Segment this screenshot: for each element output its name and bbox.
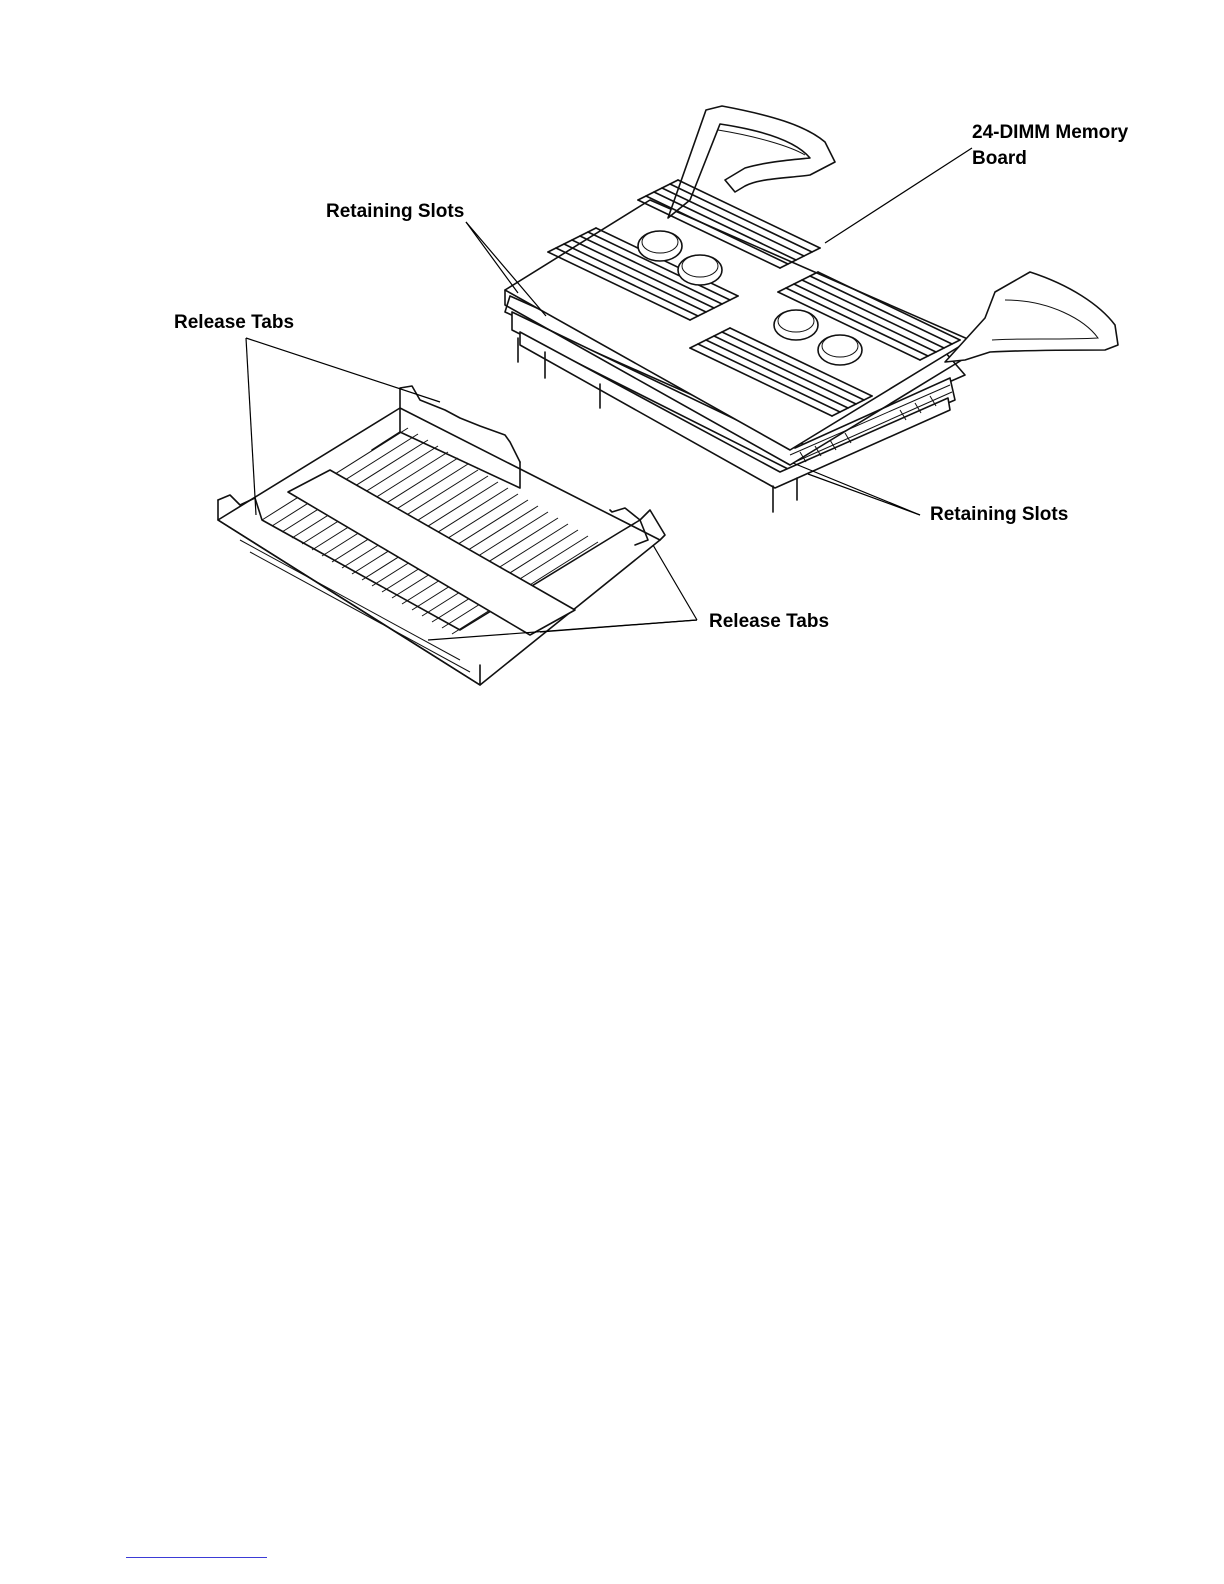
- footer-rule: [126, 1557, 267, 1558]
- memory-board-diagram: [0, 0, 1224, 720]
- memory-board-label-line1: 24-DIMM Memory: [972, 120, 1128, 146]
- retaining-slots-label-top: Retaining Slots: [326, 199, 464, 225]
- memory-board-label-line2: Board: [972, 146, 1128, 172]
- release-tabs-label-left: Release Tabs: [174, 310, 294, 336]
- retaining-slots-label-bottom: Retaining Slots: [930, 502, 1068, 528]
- memory-board-label: 24-DIMM Memory Board: [972, 120, 1128, 172]
- release-tabs-label-bottom: Release Tabs: [709, 609, 829, 635]
- memory-board-tray: [218, 386, 665, 685]
